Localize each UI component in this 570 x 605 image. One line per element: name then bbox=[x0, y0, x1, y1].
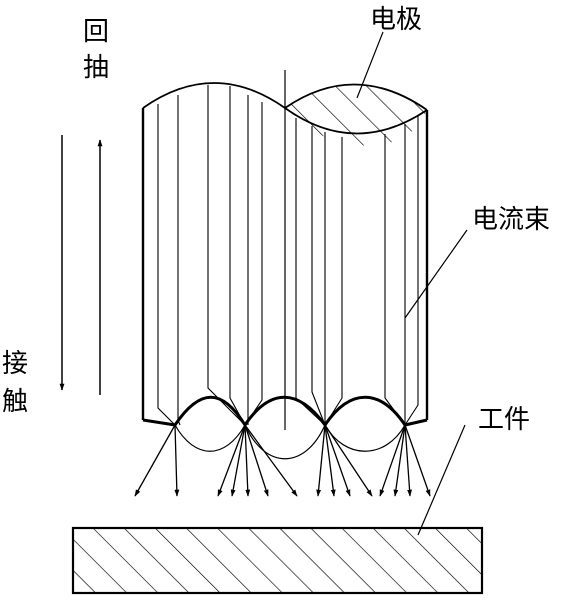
electrode-bottom-profile bbox=[142, 395, 428, 460]
retract-label-char-2: 抽 bbox=[83, 53, 109, 83]
electrode-leader bbox=[356, 31, 384, 99]
diagram-labels: 电极 电流束 工件 回 抽 接 触 bbox=[2, 5, 550, 435]
workpiece bbox=[71, 526, 484, 595]
motion-arrows bbox=[59, 135, 103, 395]
leader-lines bbox=[356, 31, 468, 536]
workpiece-leader bbox=[417, 424, 466, 536]
current-beam-leader bbox=[404, 229, 468, 319]
contact-label-char-2: 触 bbox=[2, 387, 28, 417]
contact-label-char-1: 接 bbox=[2, 349, 28, 379]
electrode-label: 电极 bbox=[370, 5, 422, 35]
discharge-arrows bbox=[134, 424, 431, 497]
electrode-cap-hatching bbox=[285, 84, 427, 146]
retract-label-char-1: 回 bbox=[83, 17, 109, 47]
current-beam-label: 电流束 bbox=[472, 205, 550, 235]
workpiece-label: 工件 bbox=[478, 405, 530, 435]
